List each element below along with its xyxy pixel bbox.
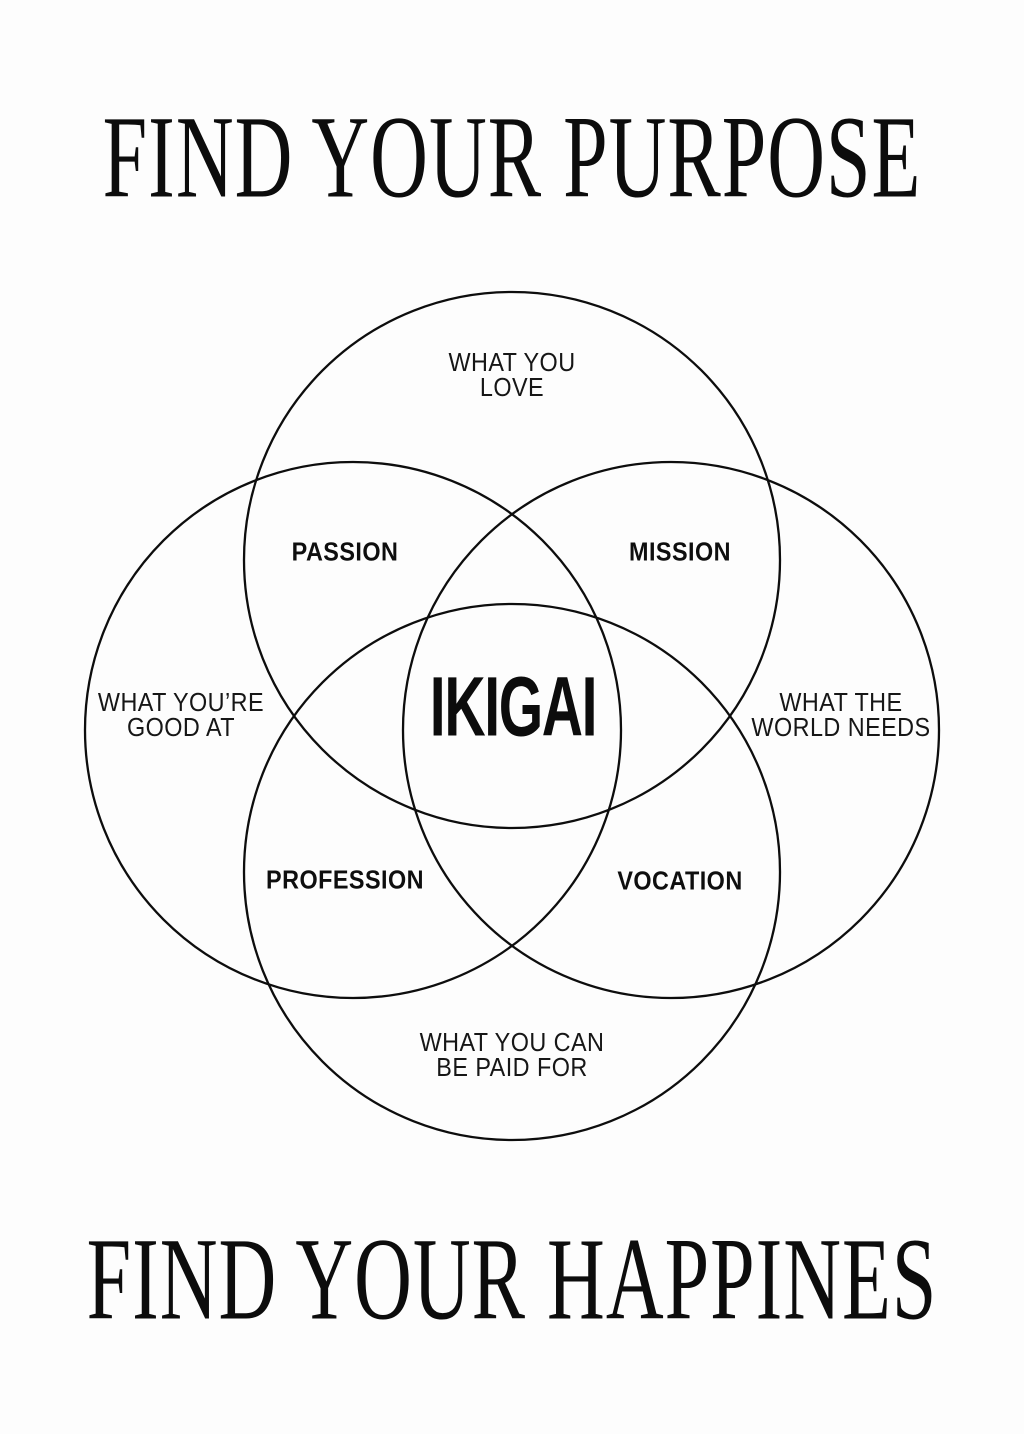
- bottom-title: FIND YOUR HAPPINES: [86, 1215, 938, 1345]
- circle-what-youre-good-at: [83, 460, 623, 1000]
- label-line: GOOD AT: [126, 712, 236, 742]
- label-what-the-world-needs: WHAT THE WORLD NEEDS: [751, 687, 931, 742]
- circle-what-you-love: [242, 290, 782, 830]
- label-line: LOVE: [479, 372, 545, 402]
- label-line: WHAT THE: [779, 687, 903, 717]
- label-vocation: VOCATION: [617, 865, 743, 896]
- label-line: WORLD NEEDS: [751, 712, 931, 742]
- label-what-you-love: WHAT YOU LOVE: [448, 347, 576, 402]
- top-title: FIND YOUR PURPOSE: [102, 93, 922, 223]
- label-profession: PROFESSION: [266, 864, 424, 895]
- label-line: WHAT YOU CAN: [419, 1027, 605, 1057]
- label-mission: MISSION: [629, 536, 731, 567]
- circle-what-the-world-needs: [401, 460, 941, 1000]
- label-passion: PASSION: [291, 536, 399, 567]
- label-what-youre-good-at: WHAT YOU’RE GOOD AT: [97, 687, 265, 742]
- center-label-ikigai: IKIGAI: [429, 659, 598, 754]
- circle-what-you-can-be-paid-for: [242, 602, 782, 1142]
- label-line: BE PAID FOR: [436, 1052, 588, 1082]
- label-what-you-can-be-paid-for: WHAT YOU CAN BE PAID FOR: [419, 1027, 605, 1082]
- label-line: WHAT YOU’RE: [97, 687, 265, 717]
- label-line: WHAT YOU: [448, 347, 576, 377]
